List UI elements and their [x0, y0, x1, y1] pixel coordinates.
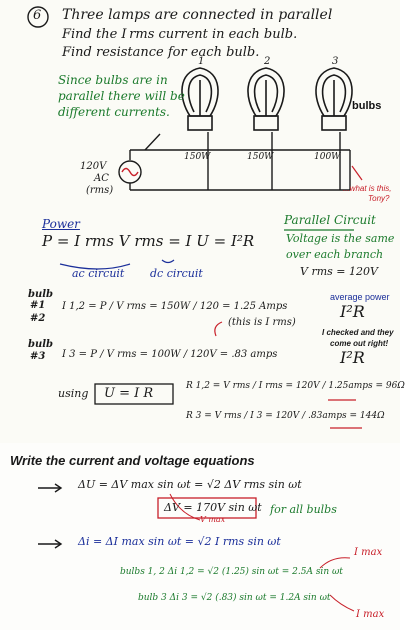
average-power-label: average power: [330, 292, 390, 302]
i3-equation: I 3 = P / V rms = 100W / 120V = .83 amps: [62, 349, 278, 360]
this-is-irms: (this is I rms): [228, 317, 296, 328]
problem-number-circle: [27, 6, 49, 28]
for-all-bulbs: for all bulbs: [270, 503, 337, 516]
bulb-2-icon: [247, 67, 285, 131]
bulb-1-icon: [181, 67, 219, 131]
note-line-2: parallel there will be: [58, 89, 185, 103]
problem-title: Three lamps are connected in parallel: [62, 7, 333, 23]
bulb-number-1: 1: [198, 56, 205, 67]
question-line-2: Tony?: [368, 194, 390, 203]
wattage-3: 100W: [314, 152, 341, 162]
note-line-1: Since bulbs are in: [58, 73, 168, 87]
problem-number: 6: [33, 8, 42, 23]
imax-top: I max: [354, 547, 383, 558]
problem-line-2: Find the I rms current in each bulb.: [62, 27, 298, 42]
note-line-3: different currents.: [58, 105, 170, 119]
question-line-1: ...what is this,: [343, 184, 392, 193]
parallel-line-2: over each branch: [286, 248, 384, 261]
voltage-result: ΔV = 170V sin ωt: [164, 501, 262, 514]
bulbs12-current: bulbs 1, 2 Δi 1,2 = √2 (1.25) sin ωt = 2…: [120, 567, 343, 577]
circuit-wires: [129, 132, 351, 191]
source-rms: (rms): [86, 185, 114, 196]
parallel-title: Parallel Circuit: [284, 213, 376, 227]
dc-circuit-label: dc circuit: [150, 267, 203, 280]
bulb-icons: [181, 67, 353, 131]
problem-line-3: Find resistance for each bulb.: [62, 45, 260, 60]
parallel-line-1: Voltage is the same: [286, 232, 395, 245]
bulb12-num-1: #1: [30, 300, 46, 311]
r3-equation: R 3 = V rms / I 3 = 120V / .83amps = 144…: [186, 411, 385, 421]
vmax-label: V max: [200, 515, 226, 524]
ac-circuit-label: ac circuit: [72, 267, 125, 280]
i2r-first: I²R: [340, 302, 365, 321]
source-voltage: 120V: [80, 161, 107, 172]
notebook-paper: [0, 0, 400, 443]
voltage-equation: ΔU = ΔV max sin ωt = √2 ΔV rms sin ωt: [78, 478, 302, 491]
i2r-second: I²R: [340, 348, 365, 367]
bulb3-current: bulb 3 Δi 3 = √2 (.83) sin ωt = 1.2A sin…: [138, 593, 331, 603]
bulb3-num: #3: [30, 351, 46, 362]
power-label: Power: [42, 217, 80, 231]
sine-wave-icon: [121, 167, 139, 177]
bottom-heading: Write the current and voltage equations: [10, 453, 255, 468]
bulb-number-2: 2: [264, 56, 271, 67]
current-equation: Δi = ΔI max sin ωt = √2 I rms sin ωt: [78, 535, 281, 548]
wattage-1: 150W: [184, 152, 211, 162]
checked-line-1: I checked and they: [322, 328, 394, 337]
bulb-number-3: 3: [332, 56, 339, 67]
bulb3-label: bulb: [28, 339, 54, 350]
voltage-result-box: [157, 497, 257, 519]
ohm-law-box: [94, 383, 174, 405]
checked-line-2: come out right!: [330, 339, 389, 348]
bulb12-label: bulb: [28, 289, 54, 300]
i12-equation: I 1,2 = P / V rms = 150W / 120 = 1.25 Am…: [62, 301, 288, 312]
using-label: using: [58, 387, 89, 400]
vrms-value: V rms = 120V: [300, 265, 378, 278]
ohm-law: U = I R: [104, 386, 154, 401]
bulb-3-icon: [315, 67, 353, 131]
bulb12-num-2: #2: [30, 313, 46, 324]
r12-equation: R 1,2 = V rms / I rms = 120V / 1.25amps …: [186, 381, 405, 391]
power-formula: P = I rms V rms = I U = I²R: [42, 232, 255, 250]
imax-bottom: I max: [356, 609, 385, 620]
bulbs-label: bulbs: [352, 100, 382, 112]
source-ac: AC: [94, 173, 109, 184]
ac-source-icon: [118, 160, 142, 184]
wattage-2: 150W: [247, 152, 274, 162]
